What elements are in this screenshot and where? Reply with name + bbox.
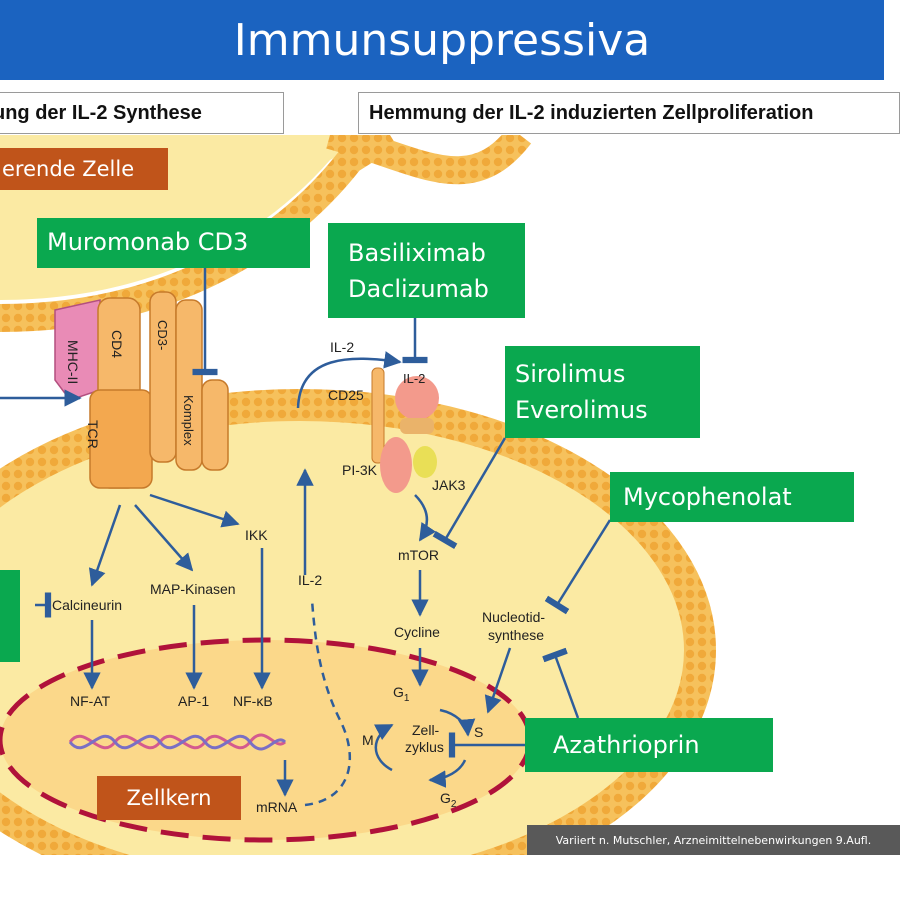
- drug-muromonab-label: Muromonab CD3: [47, 228, 249, 256]
- label-g1: G1: [393, 684, 410, 704]
- presenting-cell-label: erende Zelle: [0, 148, 168, 190]
- label-il2-receptor: IL-2: [403, 371, 425, 386]
- title-bar: Immunsuppressiva: [0, 0, 884, 80]
- label-cd3: CD3-: [155, 320, 170, 350]
- nucleus-label: Zellkern: [97, 776, 241, 820]
- label-ikk: IKK: [245, 527, 268, 543]
- label-pi3k: PI-3K: [342, 462, 378, 478]
- nucleus-label-text: Zellkern: [126, 786, 212, 810]
- drug-box-partial-left: [0, 570, 20, 662]
- drug-basiliximab-label: Basiliximab: [348, 239, 486, 267]
- label-mhc: MHC-II: [65, 340, 81, 384]
- drug-basiliximab-daclizumab: Basiliximab Daclizumab: [328, 223, 525, 318]
- label-calcineurin: Calcineurin: [52, 597, 122, 613]
- source-citation: Variiert n. Mutschler, Arzneimittelneben…: [527, 825, 900, 855]
- pathway-arrows: [0, 268, 612, 807]
- page-title: Immunsuppressiva: [233, 14, 651, 66]
- immunosuppressant-diagram: MHC-II CD4 TCR CD3- Komplex IL-2 IL-2 CD…: [0, 135, 716, 855]
- receptor-complex: [54, 291, 229, 489]
- label-zell: Zell-: [412, 722, 440, 738]
- label-nucleotid-1: Nucleotid-: [482, 609, 545, 625]
- label-nfkb: NF-κB: [233, 693, 273, 709]
- label-il2-top: IL-2: [330, 339, 354, 355]
- label-cd4: CD4: [109, 330, 125, 358]
- label-tcr: TCR: [85, 420, 101, 449]
- label-mrna: mRNA: [256, 799, 298, 815]
- dna-helix: [68, 733, 287, 751]
- drug-sirolimus-label: Sirolimus: [515, 360, 626, 388]
- label-m: M: [362, 732, 374, 748]
- label-map-kinasen: MAP-Kinasen: [150, 581, 236, 597]
- label-cycline: Cycline: [394, 624, 440, 640]
- drug-mycophenolat-label: Mycophenolat: [623, 483, 792, 511]
- label-mtor: mTOR: [398, 547, 439, 563]
- label-nucleotid-2: synthese: [488, 627, 544, 643]
- label-komplex: Komplex: [181, 395, 196, 446]
- drug-sirolimus-everolimus: Sirolimus Everolimus: [505, 346, 700, 438]
- label-cd25: CD25: [328, 387, 364, 403]
- label-s: S: [474, 724, 483, 740]
- label-zyklus: zyklus: [405, 739, 444, 755]
- il2-receptor: [371, 367, 439, 493]
- drug-azathioprin-label: Azathrioprin: [553, 731, 700, 759]
- drug-daclizumab-label: Daclizumab: [348, 275, 489, 303]
- label-il2-mid: IL-2: [298, 572, 322, 588]
- label-g2: G2: [440, 790, 457, 810]
- drug-azathioprin: Azathrioprin: [525, 718, 773, 772]
- presenting-cell-label-text: erende Zelle: [2, 157, 135, 181]
- header-il2-synthesis: ung der IL-2 Synthese: [0, 92, 284, 134]
- label-ap1: AP-1: [178, 693, 209, 709]
- drug-muromonab: Muromonab CD3: [37, 218, 310, 268]
- drug-mycophenolat: Mycophenolat: [610, 472, 854, 522]
- drug-everolimus-label: Everolimus: [515, 396, 648, 424]
- cell-cycle: [373, 708, 476, 788]
- label-jak3: JAK3: [432, 477, 466, 493]
- header-il2-proliferation: Hemmung der IL-2 induzierten Zellprolife…: [358, 92, 900, 134]
- label-nfat: NF-AT: [70, 693, 111, 709]
